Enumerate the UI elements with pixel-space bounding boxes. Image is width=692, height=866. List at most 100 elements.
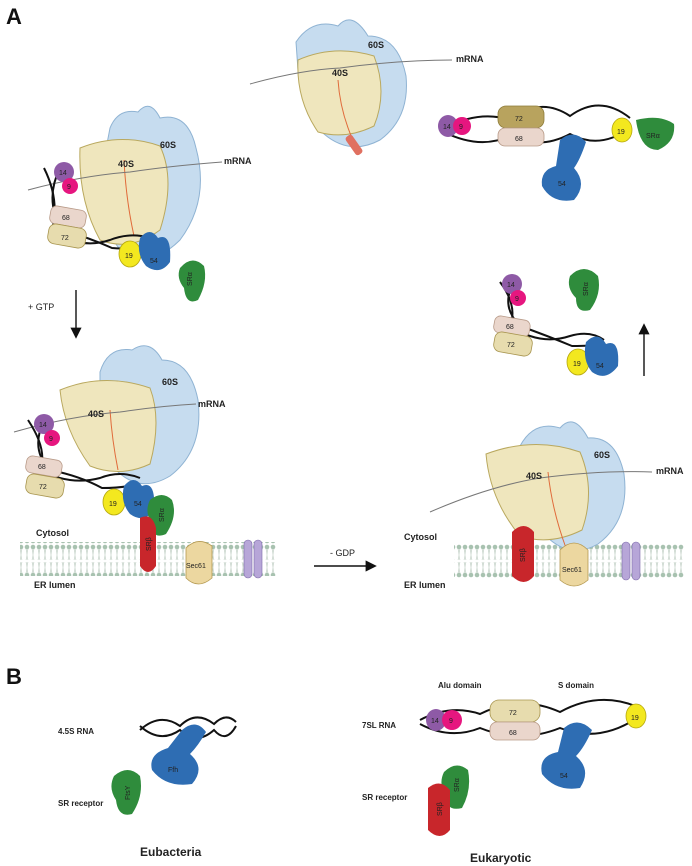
srp14-protein bbox=[426, 709, 446, 731]
srp14-protein bbox=[54, 162, 74, 182]
arrow-gdp-label: - GDP bbox=[330, 548, 355, 558]
label-40s: 40S bbox=[118, 159, 134, 169]
label-60s: 60S bbox=[160, 140, 176, 150]
srp54-label: 54 bbox=[134, 501, 142, 508]
sr-alpha-label: SRα bbox=[454, 778, 461, 792]
srp-rna-helix bbox=[499, 281, 605, 341]
rna-4-5s-helix bbox=[139, 716, 237, 731]
srp68-label: 68 bbox=[62, 215, 70, 222]
srp72-protein bbox=[493, 331, 533, 357]
state-membrane-docking: Cytosol ER lumen 60S 40S mRNA 14 9 68 72… bbox=[13, 345, 276, 590]
srp54-label: 54 bbox=[558, 181, 566, 188]
srp-rna-helix-2 bbox=[37, 419, 139, 490]
nascent-chain-tunnel bbox=[337, 79, 353, 139]
label-4-5s-rna: 4.5S RNA bbox=[58, 727, 94, 736]
srp68-protein bbox=[489, 721, 541, 741]
sr-alpha-label: SRα bbox=[646, 133, 660, 140]
srp72-protein bbox=[25, 473, 65, 499]
mrna-strand bbox=[249, 59, 453, 85]
label-er-lumen-right: ER lumen bbox=[404, 580, 446, 590]
sec61-translocon bbox=[559, 542, 589, 587]
srp19-label: 19 bbox=[617, 129, 625, 136]
mrna-strand bbox=[429, 471, 653, 513]
transmembrane-protein bbox=[243, 539, 253, 579]
state-ribosome-at-translocon: Cytosol ER lumen 60S 40S mRNA SRβ Sec61 bbox=[404, 421, 684, 590]
srp14-protein bbox=[34, 414, 54, 434]
arrow-gtp: + GTP bbox=[28, 290, 82, 339]
sec61-label: Sec61 bbox=[186, 563, 206, 570]
nascent-chain-tunnel bbox=[109, 409, 119, 471]
nascent-chain-tunnel bbox=[547, 471, 567, 549]
transmembrane-protein bbox=[631, 541, 641, 581]
srp54-label: 54 bbox=[560, 773, 568, 780]
sr-alpha-label: SRα bbox=[583, 282, 590, 296]
srp72-label: 72 bbox=[39, 484, 47, 491]
panel-b-letter: B bbox=[6, 664, 22, 689]
label-40s: 40S bbox=[332, 68, 348, 78]
label-40s: 40S bbox=[526, 471, 542, 481]
label-mrna: mRNA bbox=[656, 466, 684, 476]
panel-a-letter: A bbox=[6, 4, 22, 29]
srp9-label: 9 bbox=[515, 296, 519, 303]
srp9-protein bbox=[453, 117, 471, 135]
srp-rna-helix bbox=[27, 419, 141, 482]
ffh-protein bbox=[151, 724, 206, 785]
sec61-label: Sec61 bbox=[562, 567, 582, 574]
sr-beta-label: SRβ bbox=[146, 537, 153, 551]
srp19-label: 19 bbox=[631, 715, 639, 722]
srp54-protein bbox=[541, 722, 592, 789]
sec61-translocon bbox=[185, 541, 213, 585]
state-free-srp: 14 9 72 68 19 54 SRα bbox=[438, 104, 675, 201]
sr-beta-label: SRβ bbox=[437, 802, 444, 816]
srp68-protein bbox=[25, 455, 63, 478]
panel-b-eubacteria: 4.5S RNA SR receptor Ffh FtsY Eubacteria bbox=[58, 716, 237, 859]
ribosome-40s bbox=[79, 139, 169, 245]
label-sr-receptor-bacteria: SR receptor bbox=[58, 799, 103, 808]
srp9-protein bbox=[62, 178, 78, 194]
label-60s: 60S bbox=[368, 40, 384, 50]
sr-alpha-label: SRα bbox=[187, 272, 194, 286]
srp9-label: 9 bbox=[49, 436, 53, 443]
srp19-protein bbox=[625, 703, 647, 729]
ribosome-40s bbox=[485, 444, 589, 541]
srp54-protein bbox=[584, 336, 619, 376]
arrow-gdp: - GDP bbox=[314, 548, 377, 572]
srp54-label: 54 bbox=[596, 363, 604, 370]
srp72-label: 72 bbox=[515, 116, 523, 123]
label-mrna: mRNA bbox=[198, 399, 226, 409]
srp14-protein bbox=[438, 115, 458, 137]
sr-alpha-protein bbox=[178, 260, 206, 302]
srp9-protein bbox=[44, 430, 60, 446]
srp72-label: 72 bbox=[509, 710, 517, 717]
panel-b-eukaryotic: Alu domain S domain 7SL RNA SR receptor … bbox=[362, 681, 647, 865]
srp54-label: 54 bbox=[150, 258, 158, 265]
srp19-label: 19 bbox=[125, 253, 133, 260]
srp9-protein bbox=[510, 290, 526, 306]
ftsy-protein bbox=[111, 770, 141, 815]
label-cytosol-left: Cytosol bbox=[36, 528, 69, 538]
srp14-protein bbox=[502, 274, 522, 294]
sr-beta-protein bbox=[140, 516, 156, 572]
srp54-protein bbox=[541, 134, 586, 201]
srp9-protein bbox=[442, 710, 462, 730]
transmembrane-protein bbox=[621, 541, 631, 581]
srp72-protein bbox=[47, 223, 87, 249]
srp14-label: 14 bbox=[59, 170, 67, 177]
label-60s: 60S bbox=[594, 450, 610, 460]
srp72-label: 72 bbox=[507, 342, 515, 349]
srp9-label: 9 bbox=[459, 124, 463, 131]
nascent-chain-tunnel bbox=[123, 159, 135, 237]
ffh-label: Ffh bbox=[168, 767, 178, 774]
srp68-label: 68 bbox=[509, 730, 517, 737]
sr-alpha-protein bbox=[636, 117, 675, 150]
label-60s: 60S bbox=[162, 377, 178, 387]
srp14-label: 14 bbox=[443, 124, 451, 131]
srp9-label: 9 bbox=[67, 184, 71, 191]
state-free-ribosome: 60S 40S mRNA bbox=[249, 19, 484, 156]
state-released-srp: 14 9 68 72 19 54 SRα bbox=[493, 269, 619, 376]
sr-alpha-protein bbox=[568, 269, 599, 311]
srp19-label: 19 bbox=[573, 361, 581, 368]
ftsy-label: FtsY bbox=[125, 785, 132, 800]
label-sr-receptor-eukaryotic: SR receptor bbox=[362, 793, 407, 802]
srp14-label: 14 bbox=[39, 422, 47, 429]
